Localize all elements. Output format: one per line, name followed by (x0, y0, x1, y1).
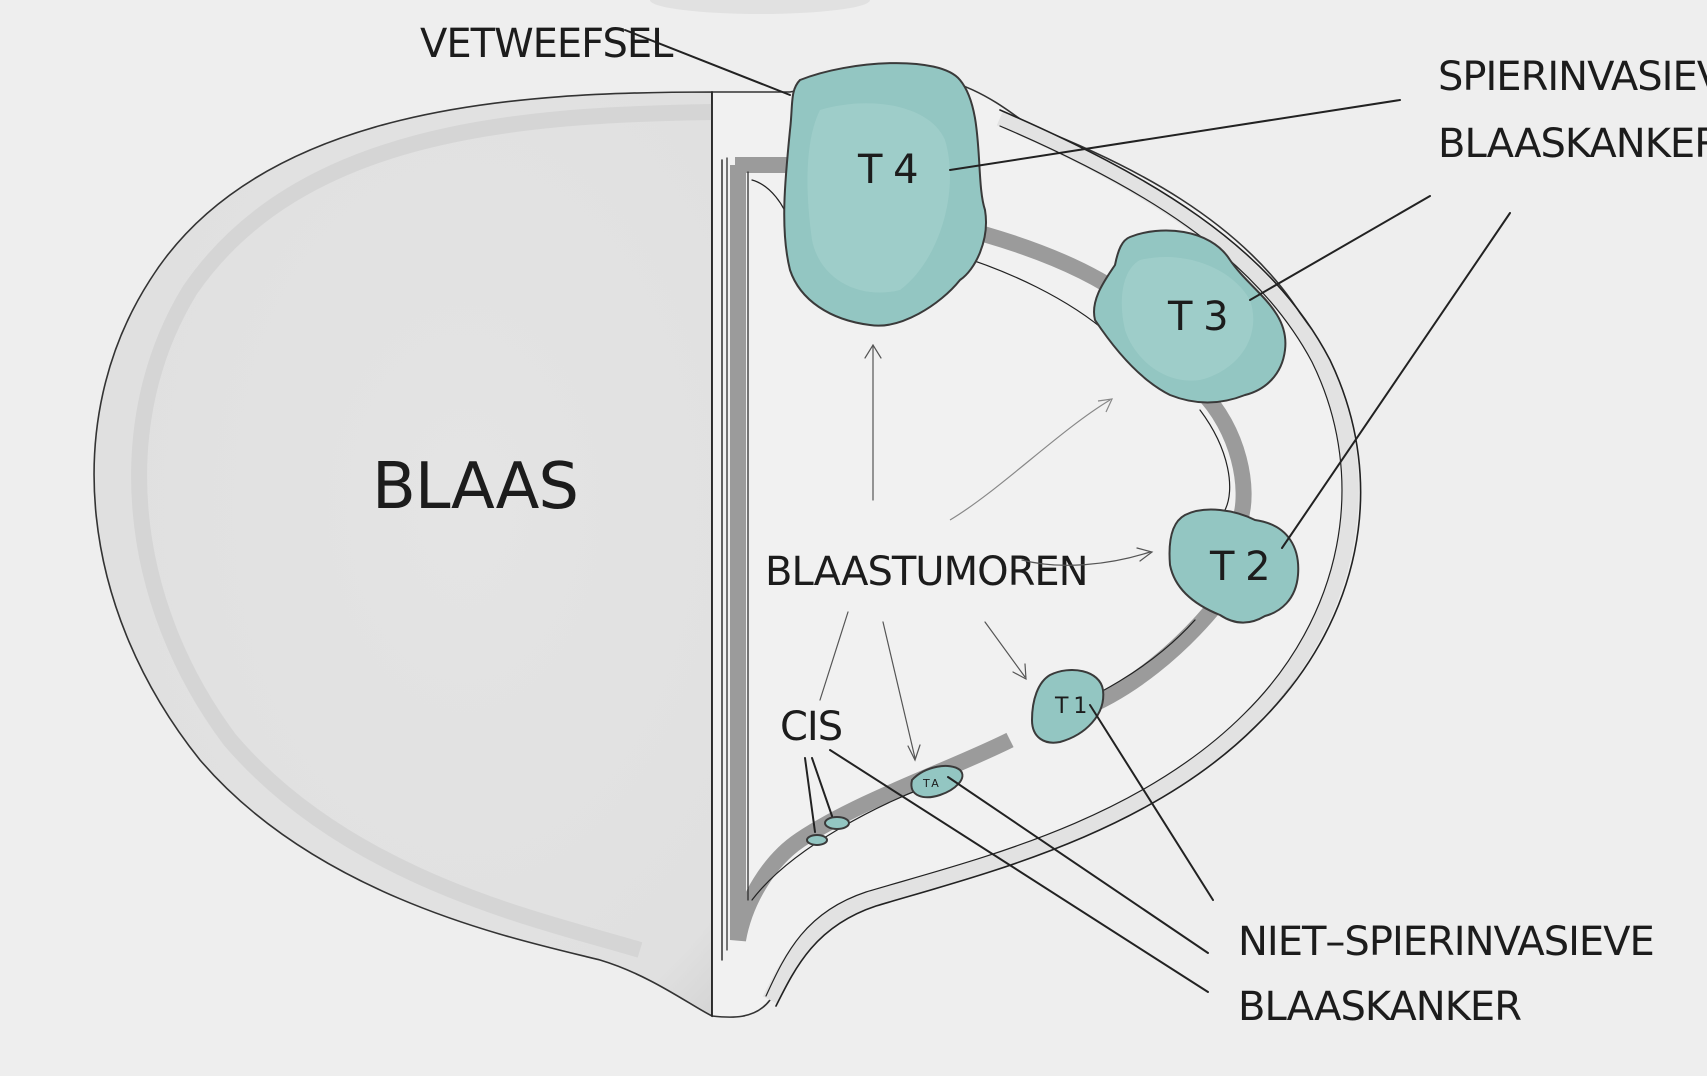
tumor-label-t4: T 4 (857, 147, 918, 193)
leader-cis-group (829, 749, 1209, 993)
bladder-rim (131, 104, 713, 958)
arrow-to-t3 (949, 398, 1114, 521)
tumor-t4[interactable] (783, 62, 987, 327)
tumor-label-ta: T A (922, 777, 939, 790)
tumor-t2[interactable] (1168, 508, 1300, 624)
fat-layer (762, 110, 1359, 1004)
leader-t1 (1089, 704, 1214, 901)
line-to-cis (819, 611, 849, 701)
leader-t2 (1281, 212, 1511, 549)
label-fat-tissue: VETWEEFSEL (420, 21, 674, 67)
tumor-cis[interactable] (806, 816, 850, 846)
label-non-muscle-invasive-line2: BLAASKANKER (1238, 984, 1521, 1030)
arrow-to-t4 (864, 343, 882, 501)
tumor-t3[interactable] (1093, 229, 1287, 404)
label-muscle-invasive-line2: BLAASKANKER (1438, 121, 1707, 167)
arrow-to-t1 (984, 621, 1027, 681)
fat-layer-edge-outer (775, 109, 1362, 1007)
tumor-label-t3: T 3 (1167, 294, 1228, 340)
leader-fat (624, 29, 791, 96)
leader-t3 (1249, 195, 1431, 301)
leader-t4 (949, 99, 1401, 171)
leader-cis-1 (804, 757, 816, 833)
shadow (650, 0, 870, 14)
leader-ta (947, 776, 1209, 954)
label-bladder: BLAAS (372, 450, 578, 524)
tumor-label-t1: T 1 (1054, 694, 1086, 719)
label-bladder-tumors: BLAASTUMOREN (765, 549, 1088, 595)
muscle-wall (730, 157, 1252, 942)
lumen-line (751, 179, 1231, 901)
label-cis: CIS (780, 704, 842, 750)
muscle-wall-edge (726, 157, 749, 951)
tumor-t1[interactable] (1030, 669, 1105, 744)
tumor-label-t2: T 2 (1209, 544, 1270, 590)
arrow-to-ta (882, 621, 921, 762)
label-muscle-invasive-line1: SPIERINVASIEVE (1438, 54, 1707, 100)
arrow-to-t2 (1021, 547, 1154, 566)
bladder-outer-shell (93, 91, 713, 1018)
label-non-muscle-invasive-line1: NIET–SPIERINVASIEVE (1238, 919, 1654, 965)
leader-cis-2 (811, 757, 833, 817)
